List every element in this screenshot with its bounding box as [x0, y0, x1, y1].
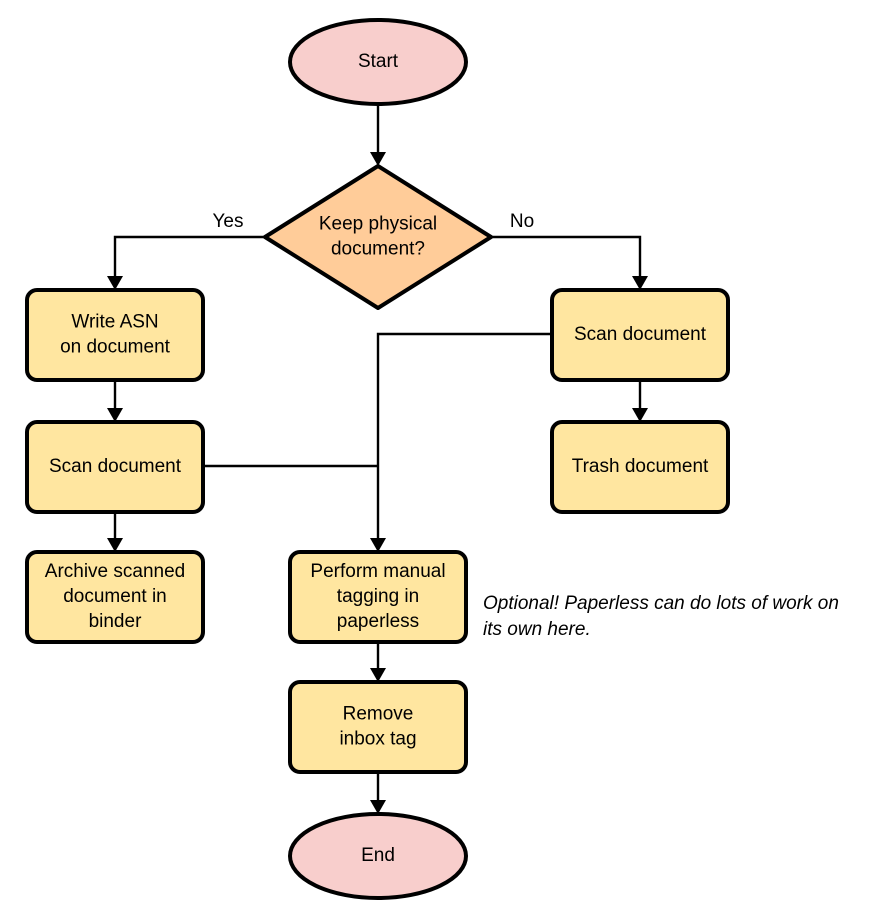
node-end: End	[288, 812, 468, 900]
edge-label: No	[510, 211, 534, 232]
node-label: Trash document	[572, 456, 709, 477]
node-shape	[288, 812, 468, 900]
node-remove-inbox: Remove inbox tag	[288, 680, 468, 774]
edge-decision-no: No	[491, 211, 648, 290]
node-shape	[25, 420, 205, 514]
node-label: End	[361, 845, 395, 866]
arrowhead-icon	[632, 276, 648, 290]
node-label: Archive scanned	[45, 561, 185, 582]
node-shape	[288, 550, 468, 644]
node-label: Keep physical	[319, 214, 437, 235]
arrowhead-icon	[370, 668, 386, 682]
node-shape	[25, 550, 205, 644]
node-manual-tagging: Perform manual tagging in paperless	[288, 550, 468, 644]
node-label: binder	[89, 611, 142, 632]
edge-start-to-decision	[370, 104, 386, 166]
edge-remove-inbox-to-end	[370, 772, 386, 814]
node-start: Start	[288, 18, 468, 106]
arrowhead-icon	[107, 408, 123, 422]
node-label: Write ASN	[71, 312, 158, 333]
edge-scan-right-to-trash	[632, 380, 648, 422]
edges-layer: Yes No	[107, 104, 648, 814]
node-label: document?	[331, 239, 425, 260]
annotation-optional-note: Optional! Paperless can do lots of work …	[483, 593, 839, 640]
node-trash: Trash document	[550, 420, 730, 514]
edge-path	[376, 332, 552, 549]
edge-decision-yes: Yes	[107, 211, 265, 290]
node-label: Remove	[343, 704, 414, 725]
node-label: Perform manual	[310, 561, 445, 582]
arrowhead-icon	[370, 152, 386, 166]
node-scan-right: Scan document	[550, 288, 730, 382]
annotation-line: its own here.	[483, 619, 591, 640]
edge-path	[491, 235, 642, 287]
edge-tagging-to-remove-inbox	[370, 642, 386, 682]
edge-label: Yes	[213, 211, 244, 232]
edge-scan-right-to-tagging	[370, 332, 552, 552]
annotations-layer: Optional! Paperless can do lots of work …	[483, 593, 839, 640]
node-shape	[550, 288, 730, 382]
node-shape	[288, 18, 468, 106]
node-shape	[550, 420, 730, 514]
node-label: document in	[63, 586, 167, 607]
node-shape	[25, 288, 205, 382]
node-write-asn: Write ASN on document	[25, 288, 205, 382]
arrowhead-icon	[370, 538, 386, 552]
node-label: inbox tag	[339, 729, 416, 750]
edge-path	[113, 235, 265, 287]
node-keep-physical: Keep physical document?	[263, 164, 493, 310]
node-scan-left: Scan document	[25, 420, 205, 514]
edge-write-asn-to-scan-left	[107, 380, 123, 422]
arrowhead-icon	[370, 800, 386, 814]
node-label: tagging in	[337, 586, 419, 607]
node-archive-binder: Archive scanned document in binder	[25, 550, 205, 644]
node-label: Scan document	[574, 324, 707, 345]
arrowhead-icon	[107, 276, 123, 290]
arrowhead-icon	[107, 538, 123, 552]
node-shape	[288, 680, 468, 774]
node-label: Start	[358, 51, 399, 72]
node-label: paperless	[337, 611, 419, 632]
annotation-line: Optional! Paperless can do lots of work …	[483, 593, 839, 614]
node-label: on document	[60, 337, 171, 358]
node-label: Scan document	[49, 456, 182, 477]
node-shape	[263, 164, 493, 310]
arrowhead-icon	[632, 408, 648, 422]
edge-scan-left-to-archive	[107, 512, 123, 552]
